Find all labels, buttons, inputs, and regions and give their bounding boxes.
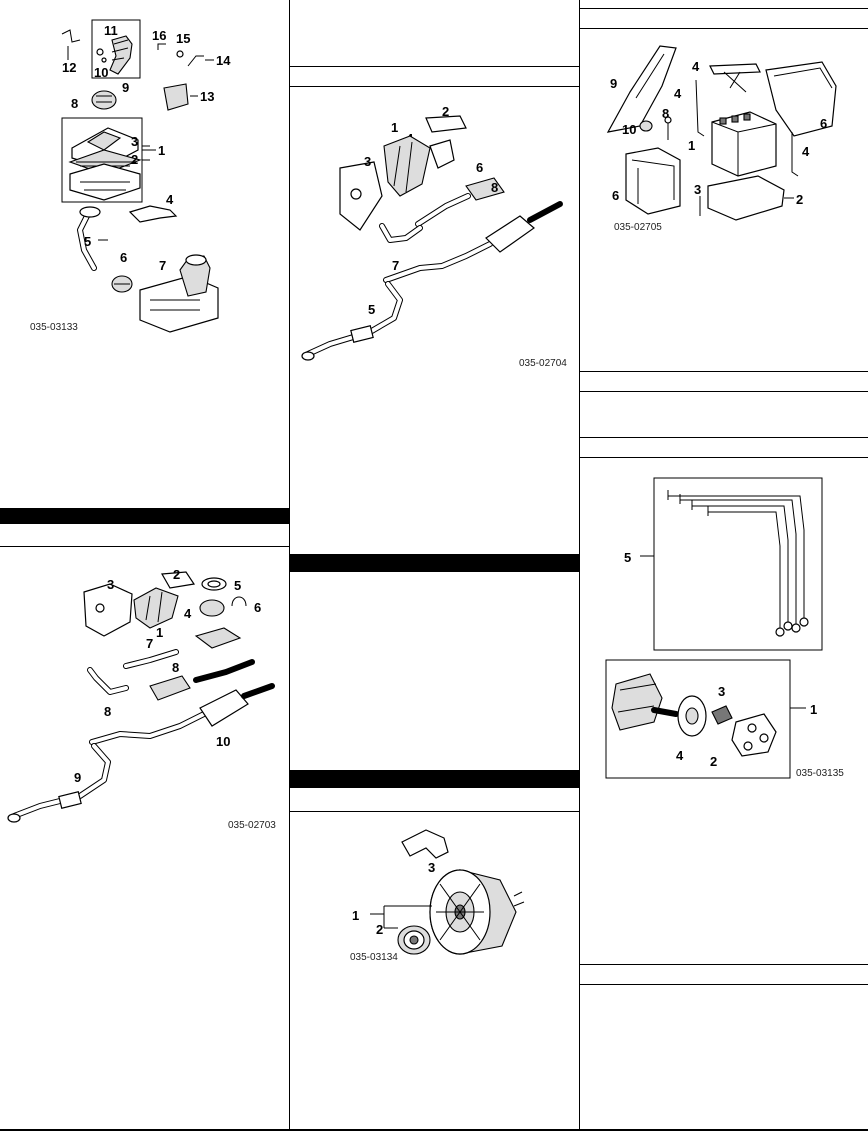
callout-4: 4 — [184, 606, 192, 621]
figure-code: 035-02704 — [519, 358, 567, 369]
air-intake-diagram: 12 11 10 9 16 15 14 8 13 — [30, 19, 231, 333]
divider — [580, 437, 868, 438]
divider — [580, 8, 868, 9]
figure-code: 035-03133 — [30, 322, 78, 333]
figure-code: 035-02703 — [228, 820, 276, 831]
callout-1: 1 — [688, 138, 695, 153]
callout-6: 6 — [254, 600, 261, 615]
callout-9: 9 — [74, 770, 81, 785]
callout-4b: 4 — [802, 144, 810, 159]
divider — [290, 66, 579, 67]
divider — [290, 811, 579, 812]
figure-exhaust-b: 2 4 1 3 6 7 8 — [290, 96, 580, 376]
callout-8: 7 — [146, 636, 153, 651]
callout-3: 3 — [694, 182, 701, 197]
section-header-bar — [290, 770, 579, 788]
figure-alternator: 3 1 2 035-03134 — [290, 822, 580, 972]
battery-diagram: 9 10 8 4 4 6 1 — [606, 45, 837, 233]
callout-10: 10 — [622, 122, 636, 137]
callout-2: 2 — [131, 152, 138, 167]
divider — [580, 28, 868, 29]
callout-1: 1 — [391, 120, 398, 135]
callout-9: 9 — [122, 80, 129, 95]
callout-7: 7 — [159, 258, 166, 273]
divider — [580, 371, 868, 372]
callout-2: 2 — [173, 567, 180, 582]
callout-4: 4 — [166, 192, 174, 207]
divider — [580, 457, 868, 458]
divider — [0, 546, 289, 547]
callout-5: 5 — [624, 550, 631, 565]
callout-3: 3 — [428, 860, 435, 875]
callout-16: 16 — [152, 28, 166, 43]
column-left: 12 11 10 9 16 15 14 8 13 — [0, 0, 289, 1131]
figure-air-intake: 12 11 10 9 16 15 14 8 13 — [0, 0, 289, 345]
callout-6: 6 — [120, 250, 127, 265]
divider — [580, 964, 868, 965]
callout-1: 1 — [158, 143, 165, 158]
divider — [580, 984, 868, 985]
figure-exhaust-a: 3 1 2 5 4 6 7 8 — [0, 562, 289, 842]
callout-5: 5 — [234, 578, 241, 593]
figure-distributor: 5 4 3 2 1 035-03135 — [580, 470, 868, 790]
callout-5: 5 — [368, 302, 375, 317]
callout-2: 2 — [796, 192, 803, 207]
callout-8: 8 — [662, 106, 669, 121]
figure-code: 035-03134 — [350, 952, 398, 963]
callout-2: 2 — [376, 922, 383, 937]
callout-12: 12 — [62, 60, 76, 75]
column-middle: 2 4 1 3 6 7 8 — [289, 0, 579, 1131]
distributor-diagram: 5 4 3 2 1 035-03135 — [605, 477, 844, 779]
figure-code: 035-02705 — [614, 222, 662, 233]
alternator-diagram: 3 1 2 035-03134 — [350, 829, 525, 963]
section-header-bar — [0, 508, 289, 524]
callout-8: 8 — [71, 96, 78, 111]
callout-10: 10 — [216, 734, 230, 749]
callout-8b: 8 — [172, 660, 179, 675]
page-bottom-rule — [0, 1129, 868, 1131]
column-right: 9 10 8 4 4 6 1 — [579, 0, 868, 1131]
callout-3: 3 — [718, 684, 725, 699]
divider — [580, 391, 868, 392]
callout-1: 1 — [810, 702, 817, 717]
figure-battery: 9 10 8 4 4 6 1 — [580, 36, 868, 246]
exhaust-b-diagram: 2 4 1 3 6 7 8 — [301, 104, 567, 369]
callout-9: 9 — [610, 76, 617, 91]
callout-2: 2 — [710, 754, 717, 769]
callout-14: 14 — [216, 53, 231, 68]
exhaust-a-diagram: 3 1 2 5 4 6 7 8 — [7, 567, 276, 831]
callout-7: 8 — [104, 704, 111, 719]
callout-3: 3 — [131, 134, 138, 149]
callout-11: 11 — [104, 23, 118, 38]
callout-5: 4 — [692, 59, 700, 74]
callout-15: 15 — [176, 31, 190, 46]
callout-1: 1 — [352, 908, 359, 923]
divider — [290, 86, 579, 87]
callout-3: 3 — [364, 154, 371, 169]
callout-4: 4 — [674, 86, 682, 101]
callout-3: 3 — [107, 577, 114, 592]
callout-7: 6 — [612, 188, 619, 203]
callout-13: 13 — [200, 89, 214, 104]
callout-1: 1 — [156, 625, 163, 640]
callout-10: 10 — [94, 65, 108, 80]
section-header-bar — [290, 554, 579, 572]
callout-6: 6 — [820, 116, 827, 131]
callout-4: 4 — [676, 748, 684, 763]
callout-5: 5 — [84, 234, 91, 249]
callout-8: 8 — [491, 180, 498, 195]
callout-7: 7 — [392, 258, 399, 273]
figure-code: 035-03135 — [796, 768, 844, 779]
callout-2: 2 — [442, 104, 449, 119]
callout-6: 6 — [476, 160, 483, 175]
